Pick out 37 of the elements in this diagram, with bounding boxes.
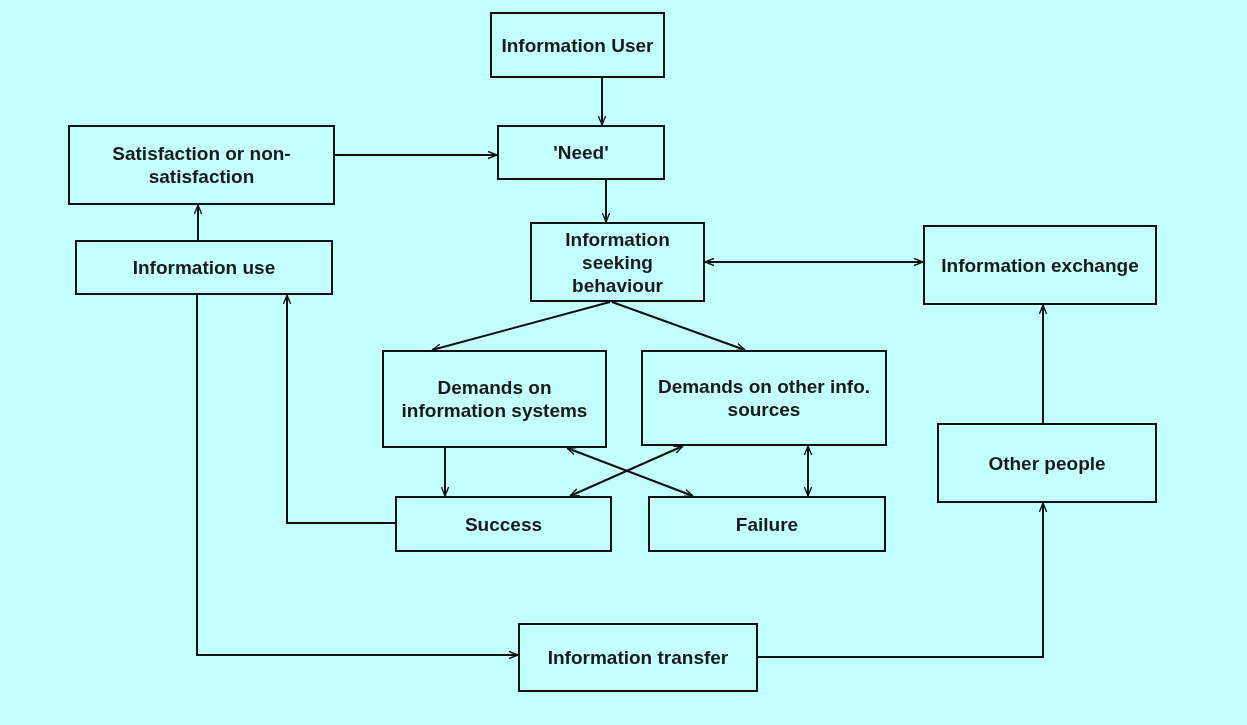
arrow: [431, 301, 611, 352]
process-box: [497, 125, 665, 180]
box-label: Information User: [501, 33, 654, 57]
box-label: Failure: [735, 512, 799, 536]
process-box: [641, 350, 887, 446]
box-label: Demands on information systems: [400, 376, 589, 422]
arrow: [196, 294, 519, 660]
process-box: [75, 240, 333, 295]
process-box: [382, 350, 607, 448]
process-box: [68, 125, 335, 205]
arrow: [601, 179, 611, 223]
process-box: [530, 222, 705, 302]
box-label: 'Need': [553, 141, 609, 164]
box-label: Information seeking behaviour: [564, 227, 671, 297]
arrow: [334, 150, 498, 160]
arrow: [757, 502, 1048, 658]
arrow: [440, 447, 450, 497]
arrow: [611, 301, 746, 351]
box-label: Information use: [132, 256, 276, 279]
process-box: [937, 423, 1157, 503]
process-box: [490, 12, 665, 78]
process-box: [923, 225, 1157, 305]
arrow: [282, 294, 396, 524]
box-label: Satisfaction or non-satisfaction: [111, 142, 292, 188]
arrow: [193, 204, 203, 241]
process-box: [518, 623, 758, 692]
box-label: Demands on other info. sources: [656, 375, 872, 421]
arrow: [1038, 304, 1048, 424]
process-box: [648, 496, 886, 552]
arrow: [704, 257, 924, 267]
box-label: Information exchange: [941, 253, 1139, 277]
arrow: [803, 445, 813, 497]
box-label: Success: [464, 512, 543, 536]
box-label: Information transfer: [547, 646, 729, 669]
box-label: Other people: [988, 451, 1106, 475]
arrow: [597, 77, 607, 126]
process-box: [395, 496, 612, 552]
